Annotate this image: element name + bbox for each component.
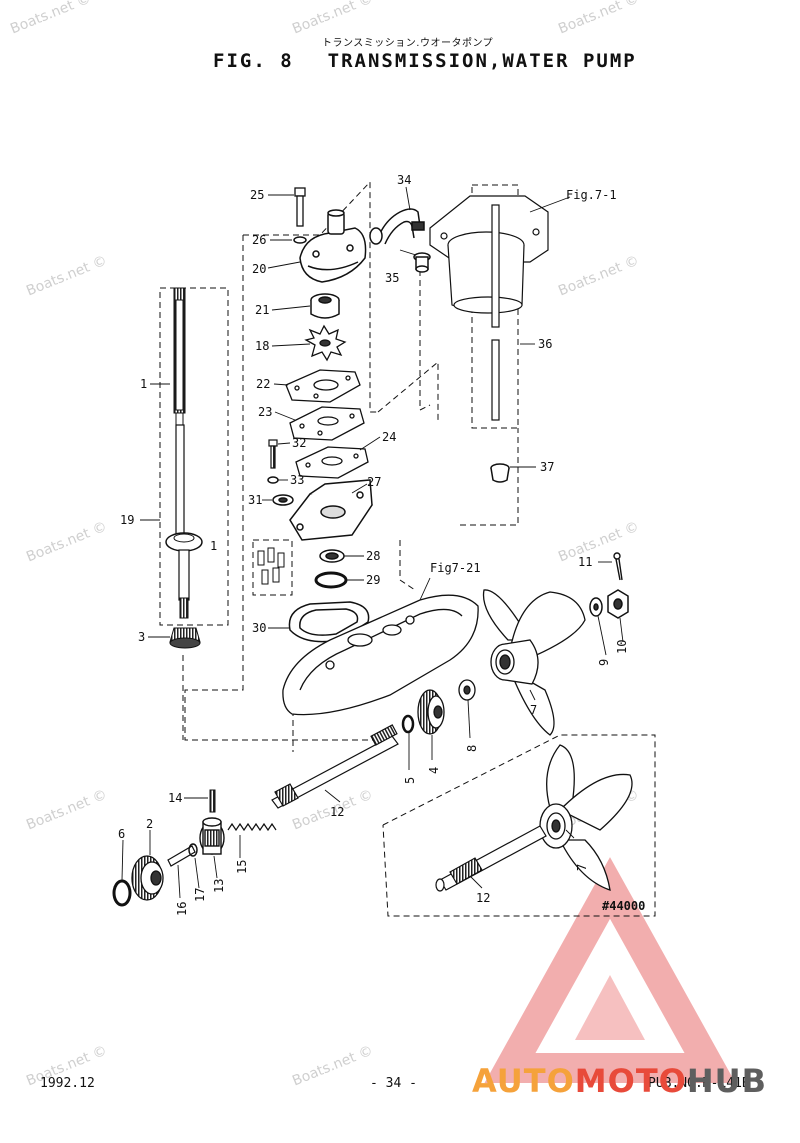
callout-33: 33: [290, 473, 304, 487]
water-tube-34: [369, 208, 425, 245]
pin-16: [167, 845, 196, 867]
impeller-18: [304, 324, 347, 362]
grommet-37: [490, 463, 510, 483]
brand-part-auto: AUTO: [472, 1062, 575, 1100]
callout-19: 19: [120, 513, 134, 527]
callout-21: 21: [255, 303, 269, 317]
callout-17: 17: [193, 888, 207, 902]
callout-36: 36: [538, 337, 552, 351]
callout-25: 25: [250, 188, 264, 202]
oil-seal-28: [319, 549, 345, 563]
dowel-pins: [257, 547, 285, 585]
callout-15: 15: [235, 860, 249, 874]
callout-13: 13: [212, 879, 226, 893]
callout-23: 23: [258, 405, 272, 419]
footer-publication-number: PUB.NO.M-141B: [648, 1076, 750, 1091]
callout-14: 14: [168, 791, 182, 805]
callout-32: 32: [292, 436, 306, 450]
callout-27: 27: [367, 475, 381, 489]
figure-title: FIG. 8 TRANSMISSION,WATER PUMP: [213, 50, 671, 72]
reference-fig7-1: Fig.7-1: [566, 188, 617, 202]
castle-nut-10: [607, 589, 629, 619]
serial-number-label: #44000: [602, 899, 645, 913]
callout-10: 10: [615, 640, 629, 654]
figure-number: FIG. 8: [213, 50, 294, 72]
cam-14: [209, 789, 216, 813]
callout-31: 31: [248, 493, 262, 507]
water-tube-36: [491, 204, 500, 421]
callout-3: 3: [138, 630, 145, 644]
brand-part-moto: MOTO: [574, 1062, 687, 1100]
brand-logo-triangle: [484, 857, 736, 1083]
callout-12b: 12: [476, 891, 490, 905]
callout-29: 29: [366, 573, 380, 587]
callout-18: 18: [255, 339, 269, 353]
callout-24: 24: [382, 430, 396, 444]
callout-30: 30: [252, 621, 266, 635]
callout-26: 26: [252, 233, 266, 247]
pump-housing-20: [299, 209, 367, 283]
callout-6: 6: [118, 827, 125, 841]
reverse-gear-2: [131, 855, 164, 901]
drive-shaft-group-box: [159, 287, 229, 626]
callout-7b: 7: [575, 864, 589, 871]
lower-gear-case: [282, 594, 479, 716]
callout-9: 9: [597, 659, 611, 666]
pump-base-27: [289, 479, 373, 541]
grommet-35: [413, 252, 431, 273]
callout-5: 5: [403, 777, 417, 784]
gasket-22: [285, 369, 361, 403]
callout-22: 22: [256, 377, 270, 391]
footer-page-number: - 34 -: [370, 1076, 417, 1091]
gasket-24: [295, 446, 369, 479]
upper-casing: [429, 195, 549, 314]
callout-16: 16: [175, 902, 189, 916]
callout-20: 20: [252, 262, 266, 276]
propeller-alt-7: [539, 744, 633, 891]
japanese-title: トランスミッション.ウオータポンプ: [322, 38, 494, 49]
callout-34: 34: [397, 173, 411, 187]
spring-clip-17: [188, 843, 198, 857]
clutch-dog-13: [199, 817, 225, 855]
callout-2: 2: [146, 817, 153, 831]
grommet-31: [272, 494, 294, 506]
footer-date: 1992.12: [40, 1076, 95, 1091]
callout-7: 7: [530, 703, 537, 717]
propeller-shaft-12: [271, 724, 399, 809]
drive-shaft: [165, 287, 203, 619]
shim-5: [401, 714, 415, 734]
callout-12: 12: [330, 805, 344, 819]
forward-gear-4: [417, 689, 445, 735]
outer-plate-23: [289, 406, 365, 441]
callout-4: 4: [427, 767, 441, 774]
brand-part-hub: HUB: [686, 1062, 768, 1100]
washer-9: [589, 597, 603, 617]
callout-35: 35: [385, 271, 399, 285]
callout-28: 28: [366, 549, 380, 563]
brand-logo-text: AUTOMOTOHUB: [472, 1062, 767, 1100]
pinion-gear: [169, 627, 201, 649]
callout-8: 8: [465, 745, 479, 752]
callout-37: 37: [540, 460, 554, 474]
spring-15: [227, 822, 277, 832]
callout-11: 11: [578, 555, 592, 569]
propeller-shaft-alt-12: [435, 825, 547, 892]
bolt-25: [294, 187, 306, 227]
o-ring-29: [314, 571, 348, 589]
figure-name: TRANSMISSION,WATER PUMP: [327, 50, 637, 72]
washer-33: [267, 476, 279, 484]
bolt-32: [268, 439, 278, 469]
washer-26: [293, 236, 307, 244]
thrust-washer-8: [458, 679, 476, 701]
impeller-insert-21: [310, 293, 340, 319]
reference-fig7-21: Fig7-21: [430, 561, 481, 575]
cotter-pin-11: [613, 552, 623, 581]
callout-1: 1: [140, 377, 147, 391]
callout-1b: 1: [210, 539, 217, 553]
shim-6: [112, 879, 132, 907]
propeller-7: [482, 589, 586, 736]
